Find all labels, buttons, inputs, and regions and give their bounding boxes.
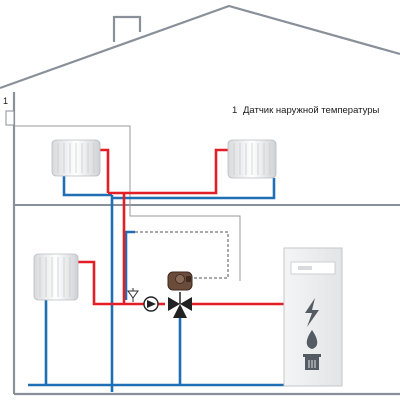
boiler-control-panel xyxy=(290,261,336,275)
sensor-control-line xyxy=(14,125,241,281)
lower-radiator-supply xyxy=(78,260,165,306)
valve-actuator-icon xyxy=(167,271,193,291)
control-lines xyxy=(14,125,241,281)
circulation-pump-icon xyxy=(143,296,159,312)
radiator-upper-right xyxy=(227,139,277,179)
chimney xyxy=(112,15,142,42)
legend-text: Датчик наружной температуры xyxy=(243,105,380,116)
flame-drop-icon xyxy=(306,330,318,349)
radiator-lower-left xyxy=(33,253,79,301)
return-pipes xyxy=(28,176,284,392)
legend-number: 1 xyxy=(232,105,237,116)
lightning-icon xyxy=(305,298,319,327)
house-outline xyxy=(0,4,400,396)
bypass-riser xyxy=(124,230,135,300)
radiator-upper-left xyxy=(51,139,101,177)
fuel-bin-icon xyxy=(303,354,321,370)
mixer-control-line xyxy=(135,231,229,279)
outdoor-temperature-sensor: 1 xyxy=(3,96,15,126)
upper-right-radiator-return xyxy=(112,178,276,200)
upper-left-radiator-supply xyxy=(100,148,110,193)
sensor-marker: 1 xyxy=(3,96,8,106)
check-valve-icon xyxy=(127,288,139,302)
legend: 1 Датчик наружной температуры xyxy=(232,105,380,116)
sensor-body xyxy=(5,110,15,126)
upper-left-radiator-return xyxy=(62,176,112,197)
roof xyxy=(0,4,400,90)
supply-pipes xyxy=(78,148,284,306)
upper-supply-header xyxy=(108,148,228,195)
mixing-valve-icon xyxy=(168,292,192,318)
boiler xyxy=(283,247,343,387)
